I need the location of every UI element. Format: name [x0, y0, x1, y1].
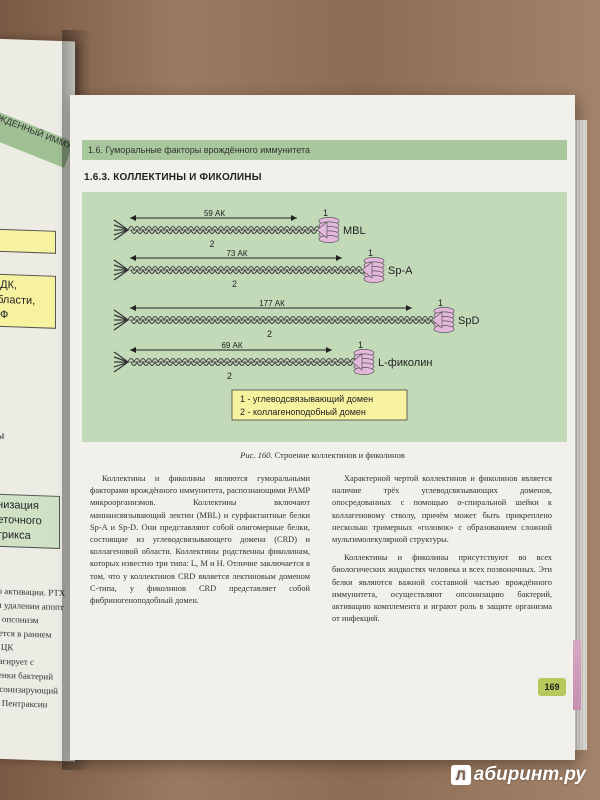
tail-strand	[113, 309, 129, 321]
tail-strand	[113, 351, 129, 363]
right-page: 1.6. Гуморальные факторы врождённого имм…	[70, 95, 581, 760]
crd-neck	[316, 221, 328, 239]
collagen-helix	[127, 226, 321, 232]
collagen-helix	[130, 228, 318, 234]
text-column-right: Характерной чертой коллектинов и фиколин…	[332, 473, 552, 625]
domain-number-2: 2	[232, 279, 237, 289]
domain-number-2: 2	[267, 329, 272, 339]
collagen-helix	[130, 268, 366, 274]
section-title: 1.6.3. КОЛЛЕКТИНЫ И ФИКОЛИНЫ	[84, 172, 262, 183]
collagen-helix	[127, 358, 357, 364]
crd-neck	[351, 353, 363, 371]
molecule-name: Sp-A	[388, 265, 413, 277]
arrow-head-icon	[130, 305, 136, 311]
tail-strand	[113, 361, 129, 368]
left-box2-line: МФ	[0, 308, 9, 322]
left-box2-line: области,	[0, 293, 36, 308]
collagen-helix	[127, 316, 435, 322]
left-box4-line: атрикса	[0, 528, 31, 542]
length-label: 59 АК	[204, 209, 225, 218]
left-page-box-4: анизация леточного атрикса	[0, 493, 60, 549]
arrow-head-icon	[130, 255, 136, 261]
domain-number-1: 1	[368, 248, 373, 258]
legend-item: 2 - коллагеноподобный домен	[240, 407, 366, 417]
domain-number-1: 1	[438, 298, 443, 308]
text-column-left: Коллектины и фиколины являются гуморальн…	[90, 473, 310, 607]
molecule-name: L-фиколин	[378, 357, 432, 369]
arrow-head-icon	[130, 215, 136, 221]
domain-number-1: 1	[358, 340, 363, 350]
crd-neck	[431, 311, 443, 329]
tail-strand	[113, 229, 129, 241]
length-label: 69 АК	[221, 341, 242, 350]
collagen-helix	[130, 360, 354, 366]
legend-item: 1 - углеводсвязывающий домен	[240, 394, 373, 404]
arrow-head-icon	[130, 347, 136, 353]
left-page-box-1: β	[0, 228, 56, 254]
figure-caption: Рис. 160. Строение коллектинов и фиколин…	[70, 450, 575, 460]
tail-strand	[113, 319, 129, 326]
left-page-box-2: е ДК, области, МФ	[0, 273, 56, 329]
crd-lobe	[363, 275, 385, 283]
tail-strand	[113, 269, 129, 281]
tail-strand	[113, 269, 129, 276]
watermark-text: абиринт.ру	[473, 764, 586, 785]
crd-lobe	[433, 325, 455, 333]
domain-number-2: 2	[210, 239, 215, 249]
paragraph: Коллектины и фиколины являются гуморальн…	[90, 474, 310, 606]
molecule-name: SpD	[458, 315, 479, 327]
left-text-line: ет. Пентраксин	[1, 697, 48, 710]
crd-neck	[361, 261, 373, 279]
left-page-label: лы	[0, 429, 5, 443]
paragraph: Характерной чертой коллектинов и фиколин…	[332, 474, 552, 545]
page-edge-tab	[573, 640, 581, 710]
arrow-head-icon	[291, 215, 297, 221]
crd-lobe	[353, 367, 375, 375]
tail-strand	[113, 264, 129, 271]
length-label: 177 АК	[259, 299, 285, 308]
length-label: 73 АК	[226, 249, 247, 258]
arrow-head-icon	[406, 305, 412, 311]
paragraph: Коллектины и фиколины присутствуют во вс…	[332, 553, 552, 624]
legend-box	[231, 389, 408, 421]
tail-strand	[113, 219, 129, 231]
domain-number-2: 2	[227, 371, 232, 381]
crd-lobe	[318, 235, 340, 243]
running-header: 1.6. Гуморальные факторы врождённого имм…	[82, 140, 567, 160]
tail-strand	[113, 361, 129, 373]
caption-label: Рис. 160.	[240, 450, 273, 460]
tail-strand	[113, 319, 129, 331]
molecule-name: MBL	[343, 225, 366, 237]
collagen-helix	[130, 318, 438, 324]
left-box2-line: е ДК,	[0, 278, 18, 292]
tail-strand	[113, 314, 129, 321]
domain-number-1: 1	[323, 208, 328, 218]
collagen-helix	[127, 266, 363, 272]
tail-strand	[113, 229, 129, 236]
arrow-head-icon	[326, 347, 332, 353]
tail-strand	[113, 259, 129, 271]
labirint-logo-icon: Л	[450, 765, 471, 785]
tail-strand	[113, 224, 129, 231]
arrow-head-icon	[336, 255, 342, 261]
tail-strand	[113, 356, 129, 363]
page-number: 169	[538, 678, 566, 696]
caption-text: Строение коллектинов и фиколинов	[272, 450, 405, 460]
